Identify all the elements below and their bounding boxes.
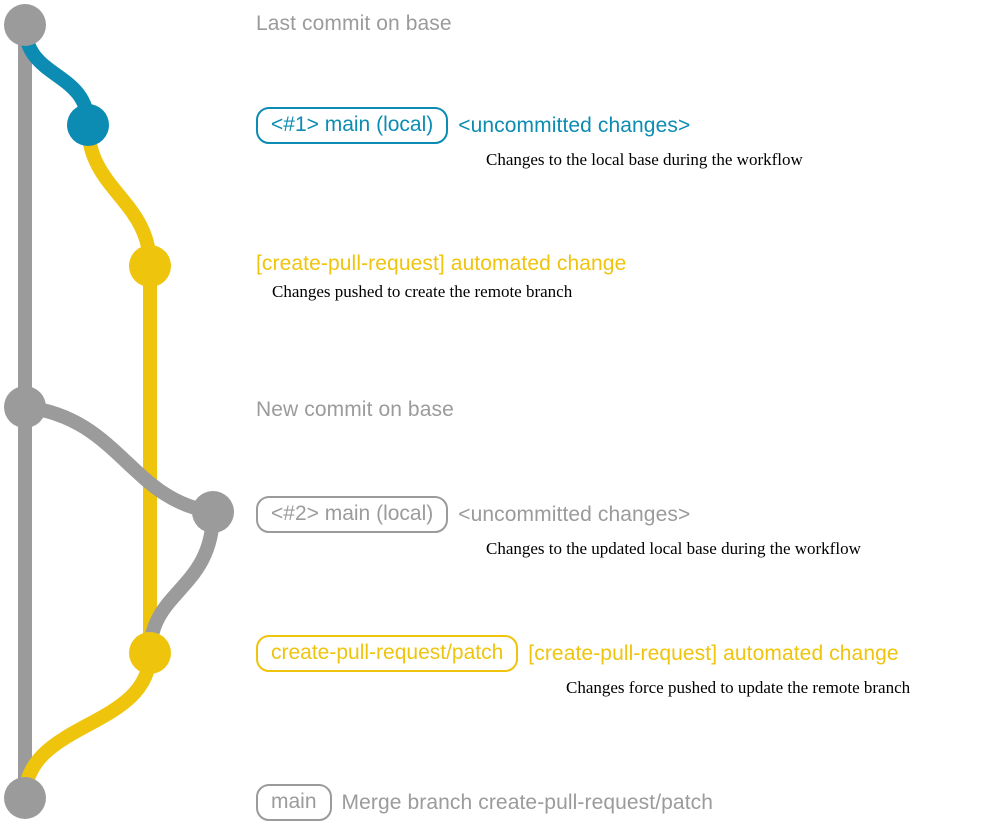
row-local-uncommitted-1: <#1> main (local) <uncommitted changes> … [256,107,803,170]
ref-badge-main-local-2[interactable]: <#2> main (local) [256,496,449,533]
commit-detail-automated-change-1: Changes pushed to create the remote bran… [272,282,573,301]
commit-nodes [4,4,234,819]
row-merge-commit: main Merge branch create-pull-request/pa… [256,784,713,821]
commit-message-new-commit-on-base: New commit on base [256,398,454,421]
ref-badge-main-local-1[interactable]: <#1> main (local) [256,107,449,144]
commit-node-local-2 [192,491,234,533]
edge-local2-to-patch2 [143,505,220,660]
commit-message-uncommitted-1: <uncommitted changes> [458,113,691,137]
ref-badge-create-pull-request-patch[interactable]: create-pull-request/patch [256,635,519,672]
edge-patch2-to-merge [18,646,157,805]
commit-node-patch-2 [129,632,171,674]
row-automated-change-2: create-pull-request/patch [create-pull-r… [256,635,910,698]
row-automated-change-1: [create-pull-request] automated change C… [256,252,626,302]
commit-node-local-1 [67,104,109,146]
row-local-uncommitted-2: <#2> main (local) <uncommitted changes> … [256,496,861,559]
commit-node-base-merge [4,777,46,819]
commit-detail-automated-change-2: Changes force pushed to update the remot… [566,678,911,697]
commit-node-base-top [4,4,46,46]
row-last-commit-on-base: Last commit on base [256,12,452,36]
commit-node-base-new [4,386,46,428]
commit-detail-uncommitted-2: Changes to the updated local base during… [486,539,861,558]
commit-message-merge: Merge branch create-pull-request/patch [341,790,714,814]
edge-local1-to-patch1 [81,118,157,273]
commit-message-automated-change-1: [create-pull-request] automated change [256,252,627,275]
commit-detail-uncommitted-1: Changes to the local base during the wor… [486,150,803,169]
edge-basenew-to-local2 [18,400,220,519]
row-new-commit-on-base: New commit on base [256,398,454,422]
commit-message-automated-change-2: [create-pull-request] automated change [528,641,899,665]
ref-badge-main[interactable]: main [256,784,332,821]
commit-message-last-commit-on-base: Last commit on base [256,12,452,35]
commit-node-patch-1 [129,245,171,287]
commit-message-uncommitted-2: <uncommitted changes> [458,502,691,526]
